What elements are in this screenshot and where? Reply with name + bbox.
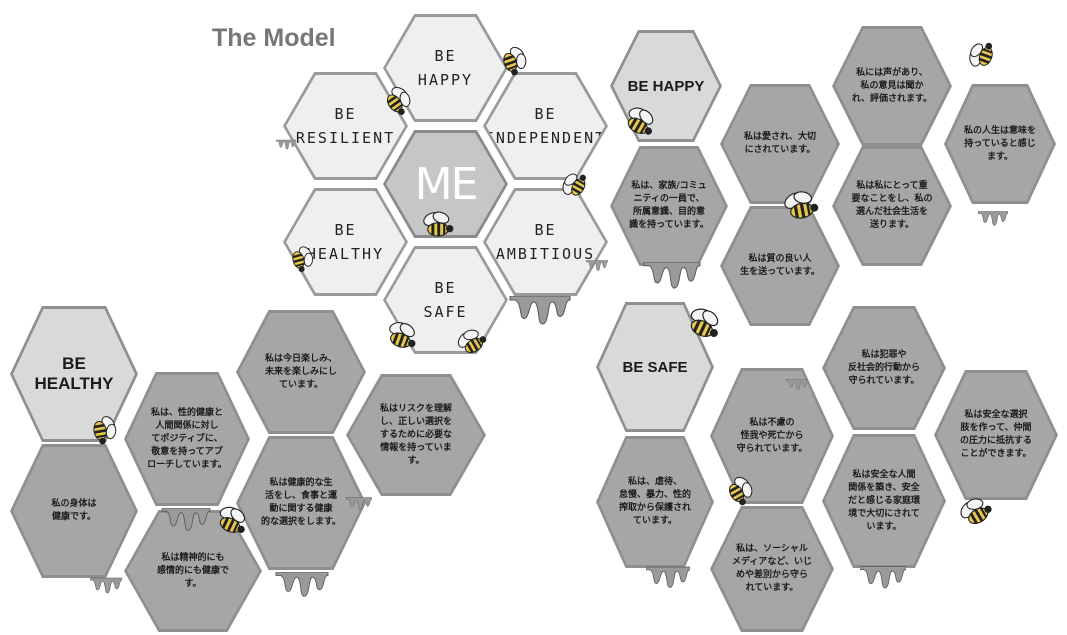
- honey-drip-icon: [508, 296, 572, 326]
- be-safe-cell-text: 私は犯罪や 反社会的行動から 守られています。: [825, 309, 943, 427]
- honey-drip-icon: [978, 206, 1008, 232]
- honey-drip-icon: [346, 490, 372, 518]
- be-happy-cell-text: 私には声があり、 私の意見は聞か れ、評価されます。: [835, 29, 949, 143]
- bee-icon: [416, 210, 460, 240]
- be-safe-cell: 私は、ソーシャル メディアなど、いじ めや差別から守ら れています。: [710, 506, 834, 632]
- be-safe-cell: 私は犯罪や 反社会的行動から 守られています。: [822, 306, 946, 430]
- be-safe-cell-text: 私は不慮の 怪我や死亡から 守られています。: [713, 371, 831, 501]
- be-safe-cell: 私は安全な人間 関係を築き、安全 だと感じる家庭環 境で大切にされて います。: [822, 434, 946, 568]
- model-hex-be-independent: BE INDEPENDENT: [483, 72, 608, 180]
- honey-drip-icon: [160, 508, 212, 532]
- honey-drip-icon: [586, 248, 608, 284]
- be-happy-cell-text: 私は、家族/コミュ ニティの一員で、 所属意識、目的意 識を持っています。: [613, 149, 725, 263]
- be-healthy-cell-text: 私はリスクを理解 し、正しい選択を するために必要な 情報を持っていま す。: [349, 377, 483, 493]
- bee-icon: [81, 407, 127, 453]
- model-hex-be-independent-label: BE INDEPENDENT: [486, 75, 605, 177]
- be-safe-cell-text: 私は、虐待、 怠慢、暴力、性的 搾取から保護され ています。: [599, 439, 711, 565]
- be-safe-cell: 私は、虐待、 怠慢、暴力、性的 搾取から保護され ています。: [596, 436, 714, 568]
- be-healthy-cell: 私は今日楽しみ、 未来を楽しみにし ています。: [236, 310, 366, 434]
- honey-drip-icon: [646, 566, 690, 590]
- be-safe-cell-text: 私は安全な選択 肢を作って、仲間 の圧力に抵抗する ことができます。: [937, 373, 1055, 497]
- model-hex-me: ME: [383, 130, 508, 238]
- be-happy-cell: 私の人生は意味を 持っていると感じ ます。: [944, 84, 1056, 204]
- be-safe-cell-text: 私は、ソーシャル メディアなど、いじ めや差別から守ら れています。: [713, 509, 831, 629]
- be-happy-cell: 私は質の良い人 生を送っています。: [720, 206, 840, 326]
- be-happy-cell: 私には声があり、 私の意見は聞か れ、評価されます。: [832, 26, 952, 146]
- honey-drip-icon: [276, 128, 296, 162]
- be-happy-cell-text: 私は私にとって重 要なことをし、私の 選んだ社会生活を 送ります。: [835, 149, 949, 263]
- model-hex-be-healthy-label: BE HEALTHY: [286, 191, 405, 293]
- honey-drip-icon: [786, 374, 808, 396]
- be-safe-cell: 私は不慮の 怪我や死亡から 守られています。: [710, 368, 834, 504]
- model-hex-be-resilient: BE RESILIENT: [283, 72, 408, 180]
- be-safe-cell-text: 私は安全な人間 関係を築き、安全 だと感じる家庭環 境で大切にされて います。: [825, 437, 943, 565]
- be-happy-cell-text: 私は質の良い人 生を送っています。: [723, 209, 837, 323]
- model-hex-be-resilient-label: BE RESILIENT: [286, 75, 405, 177]
- page-title: The Model: [212, 24, 336, 52]
- model-hex-be-healthy: BE HEALTHY: [283, 188, 408, 296]
- be-happy-cell-text: 私の人生は意味を 持っていると感じ ます。: [947, 87, 1053, 201]
- be-happy-cell: 私は、家族/コミュ ニティの一員で、 所属意識、目的意 識を持っています。: [610, 146, 728, 266]
- be-happy-cell-text: 私は愛され、大切 にされています。: [723, 87, 837, 201]
- be-safe-cell: 私は安全な選択 肢を作って、仲間 の圧力に抵抗する ことができます。: [934, 370, 1058, 500]
- honey-drip-icon: [860, 566, 906, 590]
- be-healthy-cell: 私の身体は 健康です。: [10, 444, 138, 578]
- honey-drip-icon: [640, 262, 704, 290]
- be-healthy-cell-text: 私は健康的な生 活をし、食事と運 動に関する健康 的な選択をします。: [239, 439, 363, 567]
- bee-icon: [957, 30, 1006, 81]
- be-happy-cell: 私は私にとって重 要なことをし、私の 選んだ社会生活を 送ります。: [832, 146, 952, 266]
- be-healthy-cell-text: 私の身体は 健康です。: [13, 447, 135, 575]
- honey-drip-icon: [90, 574, 122, 598]
- honey-drip-icon: [272, 572, 332, 598]
- be-healthy-cell-text: 私は、性的健康と 人間関係に対し てポジティブに、 敬意を持ってアプ ローチして…: [127, 375, 247, 503]
- be-healthy-cell: 私はリスクを理解 し、正しい選択を するために必要な 情報を持っていま す。: [346, 374, 486, 496]
- be-healthy-cell: 私は、性的健康と 人間関係に対し てポジティブに、 敬意を持ってアプ ローチして…: [124, 372, 250, 506]
- be-healthy-cell-text: 私は今日楽しみ、 未来を楽しみにし ています。: [239, 313, 363, 431]
- be-happy-cell: 私は愛され、大切 にされています。: [720, 84, 840, 204]
